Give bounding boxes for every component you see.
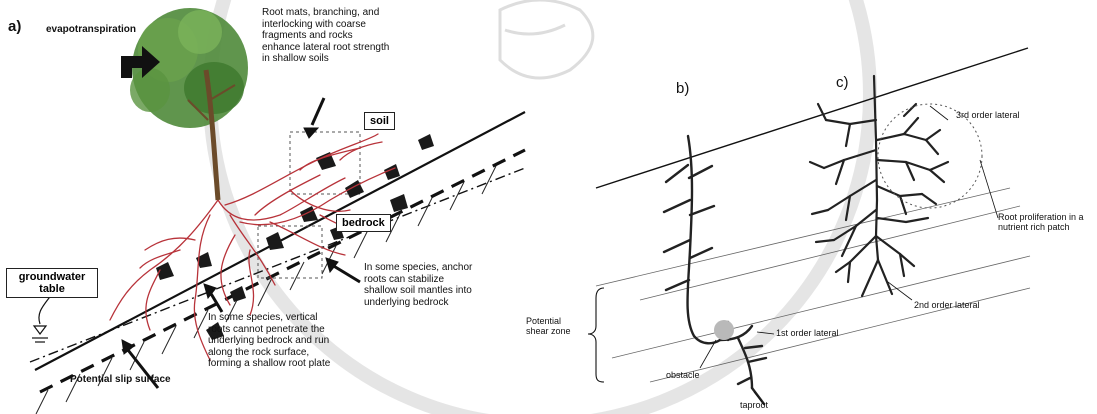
soil-label: soil — [364, 112, 395, 130]
slip-surface-label: Potential slip surface — [70, 374, 171, 386]
taproot-label: taproot — [740, 400, 768, 410]
bc-shear-line-upper — [596, 188, 1010, 286]
first-order-lateral-label: 1st order lateral — [776, 328, 839, 338]
panel-c-letter: c) — [836, 74, 849, 91]
obstacle-circle — [714, 320, 734, 340]
shear-zone-label: Potential shear zone — [526, 316, 588, 337]
tree — [130, 8, 248, 200]
vertical-roots-note: In some species, vertical roots cannot p… — [208, 312, 378, 370]
bedrock-label: bedrock — [336, 214, 391, 232]
panel-a-letter: a) — [8, 18, 21, 35]
anchor-roots-note: In some species, anchor roots can stabil… — [364, 262, 524, 308]
second-order-lateral-label: 2nd order lateral — [914, 300, 980, 310]
evapotranspiration-label: evapotranspiration — [46, 24, 136, 36]
root-mats-note: Root mats, branching, and interlocking w… — [262, 7, 472, 65]
root-system-b — [664, 136, 766, 404]
proliferation-leader — [980, 160, 998, 218]
third-order-leader — [930, 106, 948, 120]
panel-b-letter: b) — [676, 80, 689, 97]
shear-zone-brace — [588, 288, 604, 382]
obstacle-label: obstacle — [666, 370, 700, 380]
root-proliferation-label: Root proliferation in a nutrient rich pa… — [998, 212, 1097, 233]
groundwater-label: groundwater table — [6, 268, 98, 298]
water-table-symbol — [32, 294, 52, 342]
third-order-lateral-label: 3rd order lateral — [956, 110, 1020, 120]
watermark-emblem — [500, 0, 593, 78]
bc-shear-line-middle — [640, 206, 1020, 300]
